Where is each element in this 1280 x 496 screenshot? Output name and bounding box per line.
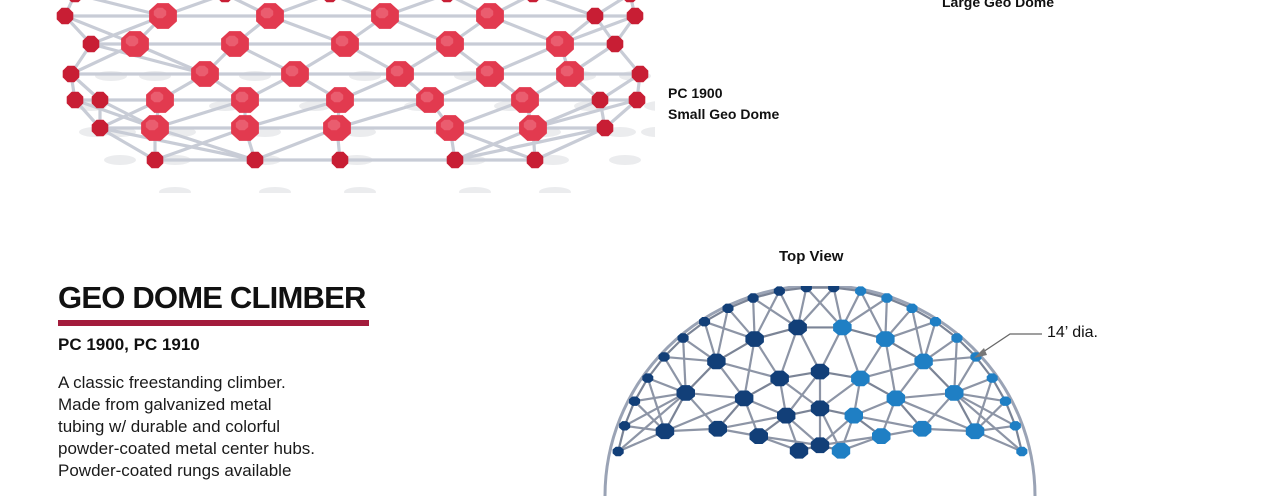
description-line: A classic freestanding climber. (58, 373, 286, 392)
small-dome-name: Small Geo Dome (668, 106, 780, 122)
large-dome-label: Large Geo Dome (942, 0, 1055, 10)
dome-hubs (56, 0, 649, 169)
title-underline (58, 320, 369, 326)
dome-tubing (603, 286, 1037, 496)
top-view-dome-illustration (603, 286, 1037, 496)
diameter-arrow-icon (974, 333, 1042, 358)
description-line: powder-coated metal center hubs. (58, 439, 316, 458)
product-description: A classic freestanding climber. Made fro… (58, 372, 378, 482)
small-geo-dome-illustration (56, 0, 655, 193)
small-dome-code: PC 1900 (668, 85, 723, 101)
model-numbers: PC 1900, PC 1910 (58, 335, 200, 354)
description-line: Powder-coated rungs available (58, 461, 292, 480)
description-line: Made from galvanized metal (58, 395, 272, 414)
dome-hubs (612, 286, 1028, 459)
top-view-label: Top View (779, 248, 844, 265)
section-title: GEO DOME CLIMBER (58, 280, 366, 315)
description-line: tubing w/ durable and colorful (58, 417, 281, 436)
diameter-label: 14’ dia. (1047, 324, 1098, 341)
